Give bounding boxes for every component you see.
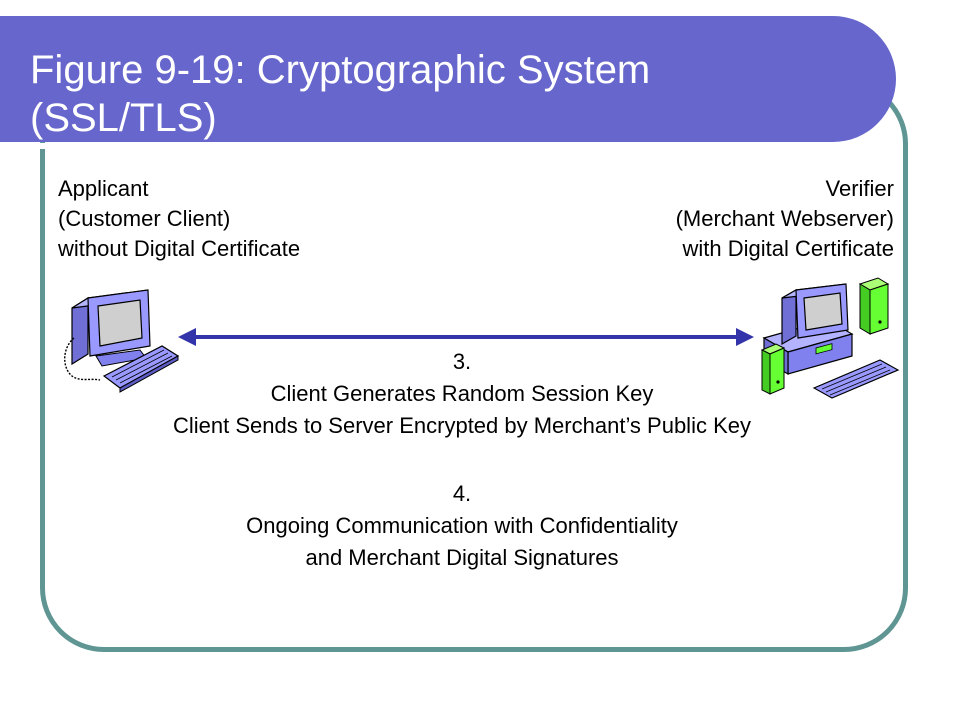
step-3-description: 3. Client Generates Random Session Key C… [0, 346, 924, 442]
verifier-line-2: (Merchant Webserver) [675, 206, 894, 231]
verifier-line-3: with Digital Certificate [682, 236, 894, 261]
step-4-description: 4. Ongoing Communication with Confidenti… [0, 478, 924, 574]
server-workstation-icon [760, 277, 900, 399]
applicant-line-2: (Customer Client) [58, 206, 231, 231]
desktop-computer-icon [64, 289, 180, 393]
step-3-line-1: Client Generates Random Session Key [270, 381, 654, 406]
step-3-line-2: Client Sends to Server Encrypted by Merc… [173, 413, 751, 438]
step-4-line-2: and Merchant Digital Signatures [305, 545, 619, 570]
title-line-2: (SSL/TLS) [30, 96, 217, 140]
title-bar: Figure 9-19: Cryptographic System (SSL/T… [0, 16, 896, 149]
step-4-number: 4. [452, 481, 472, 506]
applicant-line-3: without Digital Certificate [58, 236, 301, 261]
applicant-label: Applicant (Customer Client) without Digi… [58, 174, 300, 264]
applicant-line-1: Applicant [58, 176, 149, 201]
title-underline [30, 143, 848, 149]
verifier-label: Verifier (Merchant Webserver) with Digit… [676, 174, 894, 264]
bidirectional-arrow-icon [178, 328, 754, 346]
title-line-1: Figure 9-19: Cryptographic System [30, 48, 651, 92]
step-3-number: 3. [452, 349, 472, 374]
step-4-line-1: Ongoing Communication with Confidentiali… [246, 513, 678, 538]
slide-title: Figure 9-19: Cryptographic System (SSL/T… [30, 46, 870, 142]
verifier-line-1: Verifier [825, 176, 894, 201]
